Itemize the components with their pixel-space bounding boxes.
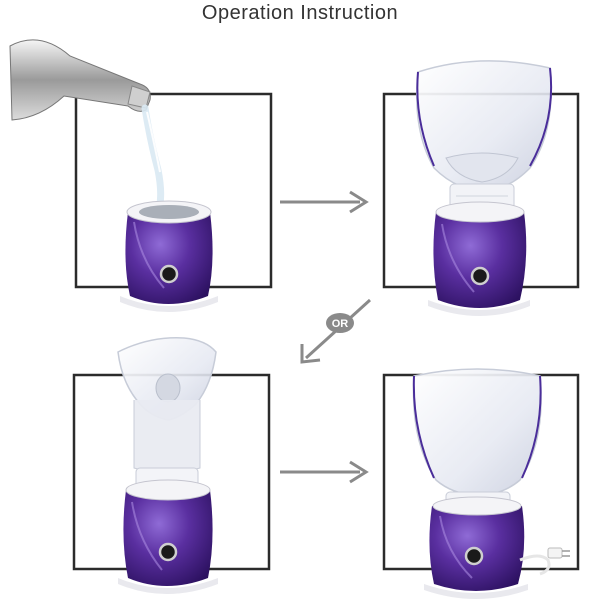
water-bottle-pour-icon bbox=[9, 39, 165, 208]
steamer-with-face-mask-icon bbox=[415, 60, 553, 316]
arrow-right-icon bbox=[280, 460, 369, 484]
step-4-panel bbox=[382, 368, 580, 599]
steamer-with-nose-mask-icon bbox=[117, 337, 218, 594]
or-badge bbox=[326, 313, 354, 333]
power-plug-icon bbox=[519, 547, 570, 576]
arrow-right-icon bbox=[280, 190, 369, 214]
step-2-panel bbox=[382, 60, 580, 316]
steamer-with-face-mask-icon bbox=[412, 368, 542, 599]
power-knob-icon bbox=[159, 264, 179, 284]
step-1-panel bbox=[9, 39, 273, 312]
page-title: Operation Instruction bbox=[201, 2, 399, 24]
steamer-base-icon bbox=[120, 200, 218, 312]
option-arrow: OR bbox=[300, 298, 372, 364]
or-label: OR bbox=[332, 318, 349, 330]
step-3-panel bbox=[72, 337, 271, 594]
